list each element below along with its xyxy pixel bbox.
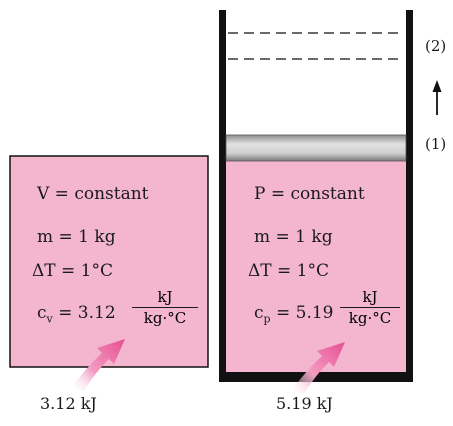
right-heat-label: 5.19 kJ (276, 394, 333, 413)
left-heat-label: 3.12 kJ (40, 394, 97, 413)
left-cv-equation: cv = 3.12 (37, 303, 116, 326)
left-cv-unit: kJ kg·°C (132, 290, 198, 326)
piston-direction-arrow-icon (432, 80, 442, 115)
state-1-label: (1) (425, 135, 447, 153)
cylinder-right-wall (406, 10, 413, 382)
right-mass-label: m = 1 kg (254, 227, 333, 247)
cylinder-bottom (219, 372, 413, 382)
left-volume-label: V = constant (37, 184, 149, 204)
left-delta-t-label: ΔT = 1°C (32, 261, 113, 281)
state-2-label: (2) (425, 37, 447, 55)
right-pressure-label: P = constant (254, 184, 365, 204)
cylinder-fluid (226, 160, 406, 372)
constant-volume-tank (9, 155, 209, 368)
heat-arrow-icon (290, 342, 345, 394)
cylinder-left-wall (219, 10, 226, 382)
right-delta-t-label: ΔT = 1°C (248, 261, 329, 281)
heat-arrow-icon (70, 339, 125, 391)
left-mass-label: m = 1 kg (37, 227, 116, 247)
piston (225, 134, 407, 162)
right-cp-unit: kJ kg·°C (340, 290, 400, 326)
right-cp-equation: cp = 5.19 (254, 303, 334, 326)
